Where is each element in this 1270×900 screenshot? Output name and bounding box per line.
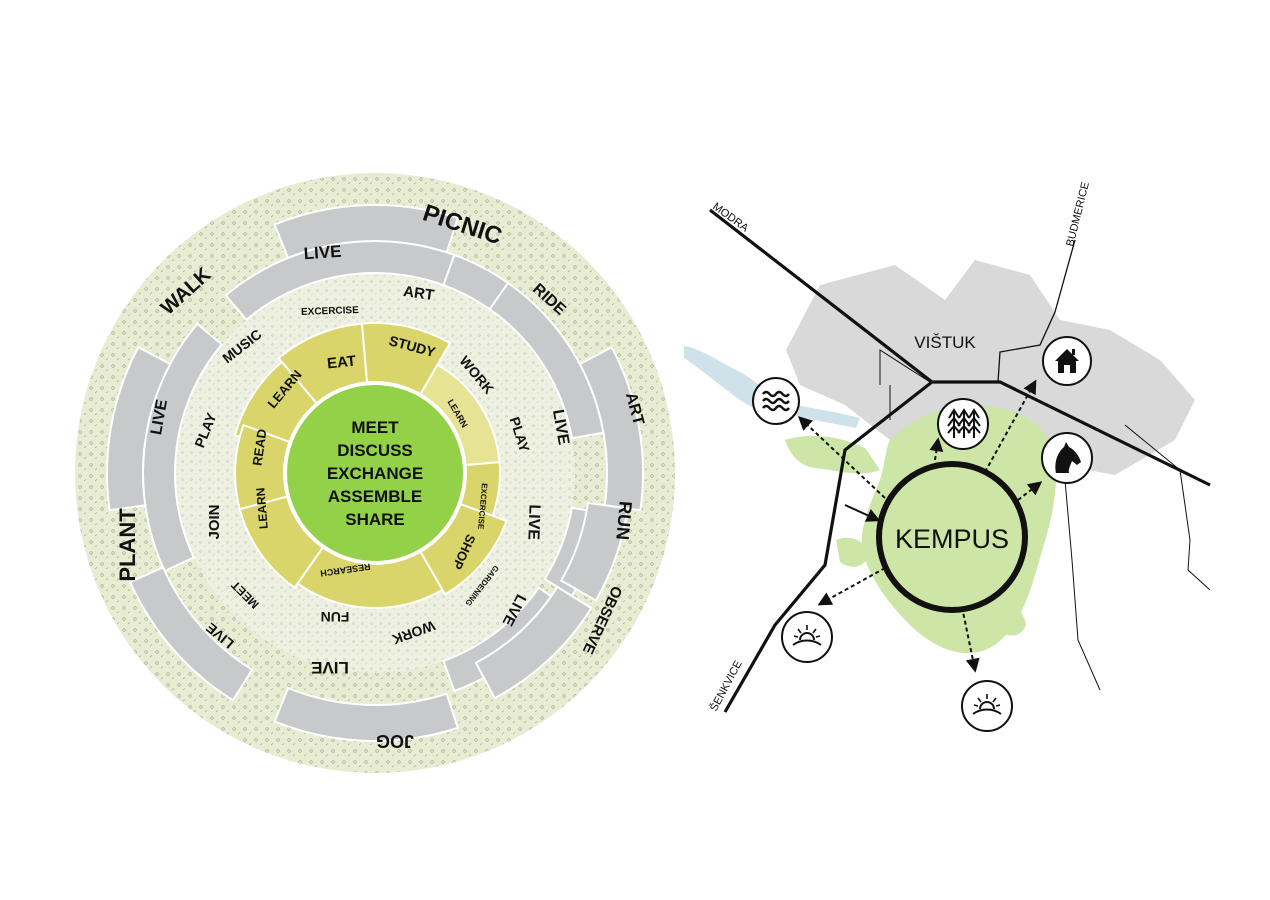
- arrow-horse: [1017, 481, 1043, 501]
- ring1-learn-left: LEARN: [253, 487, 271, 529]
- road-local: [879, 349, 931, 385]
- sunrise-icon: [781, 611, 833, 663]
- green-area: [836, 537, 868, 567]
- road-budmerice: [997, 239, 1076, 383]
- road-connector: [844, 504, 881, 522]
- gray-segment: [273, 686, 460, 742]
- house-icon: [1042, 336, 1092, 386]
- gray-segment: [128, 566, 254, 702]
- horse-icon: [1041, 432, 1093, 484]
- arrow-sunrise-left: [817, 567, 886, 606]
- arrow-house: [984, 379, 1037, 473]
- ring2-fun: FUN: [321, 609, 350, 625]
- green-area: [785, 435, 880, 474]
- center-line: DISCUSS: [337, 441, 413, 460]
- gray-segments: [106, 204, 644, 742]
- ring1-excercise: EXCERCISE: [476, 483, 489, 531]
- center-circle: [283, 381, 467, 565]
- kempus-label: KEMPUS: [895, 524, 1009, 554]
- road-local: [1064, 479, 1101, 691]
- water-body: [684, 346, 770, 412]
- village-area: [786, 260, 1195, 475]
- sunrise-icon: [961, 680, 1013, 732]
- center-line: MEET: [351, 418, 399, 437]
- road-label-budmerice: BUDMERICE: [1064, 181, 1092, 248]
- road-modra: [709, 208, 1211, 487]
- center-text: MEET DISCUSS EXCHANGE ASSEMBLE SHARE: [327, 418, 423, 529]
- gray-segment: [474, 585, 593, 700]
- connection-arrows: [797, 379, 1043, 673]
- arrow-sunrise-right: [961, 606, 980, 673]
- center-line: ASSEMBLE: [328, 487, 422, 506]
- water-body: [796, 405, 860, 428]
- ring3-live-left: LIVE: [148, 398, 171, 436]
- ring3-join: JOIN: [206, 504, 223, 539]
- outer-word-run: RUN: [612, 500, 635, 541]
- center-line: SHARE: [345, 510, 405, 529]
- road-senkvice: [723, 380, 933, 713]
- kempus-circle: [876, 461, 1028, 613]
- ring1-eat: EAT: [326, 353, 357, 373]
- arrow-water: [797, 416, 886, 499]
- ring1-read: READ: [250, 428, 270, 467]
- outer-word-jog: JOG: [376, 731, 414, 751]
- ring3-live-top: LIVE: [303, 242, 342, 264]
- gray-segment: [273, 204, 460, 260]
- arrow-forest: [929, 437, 944, 461]
- activity-wheel: MEET DISCUSS EXCHANGE ASSEMBLE SHARE PIC…: [75, 173, 675, 773]
- ring3-live-right: LIVE: [549, 408, 572, 446]
- ring3-live-bottom: LIVE: [311, 658, 349, 677]
- ring3-art: ART: [402, 283, 435, 304]
- gray-segment: [106, 345, 172, 512]
- water-waves-icon: [752, 377, 800, 425]
- yellow-segments: [233, 322, 508, 609]
- road-label-modra: MODRA: [710, 201, 751, 235]
- green-area: [995, 599, 1026, 636]
- village-label: VIŠTUK: [914, 333, 976, 352]
- ring3-live-right2: LIVE: [524, 504, 542, 540]
- gray-segment: [559, 501, 629, 602]
- forest-icon: [937, 398, 989, 450]
- green-area: [861, 405, 1056, 654]
- road-local: [1124, 424, 1211, 591]
- outer-word-plant: PLANT: [115, 508, 140, 582]
- site-map: KEMPUS VIŠTUK MODRA BUDMERICE ŠENKVICE: [684, 181, 1211, 732]
- gray-segment: [488, 281, 605, 440]
- center-line: EXCHANGE: [327, 464, 423, 483]
- ring2-excercise: EXCERCISE: [301, 305, 359, 318]
